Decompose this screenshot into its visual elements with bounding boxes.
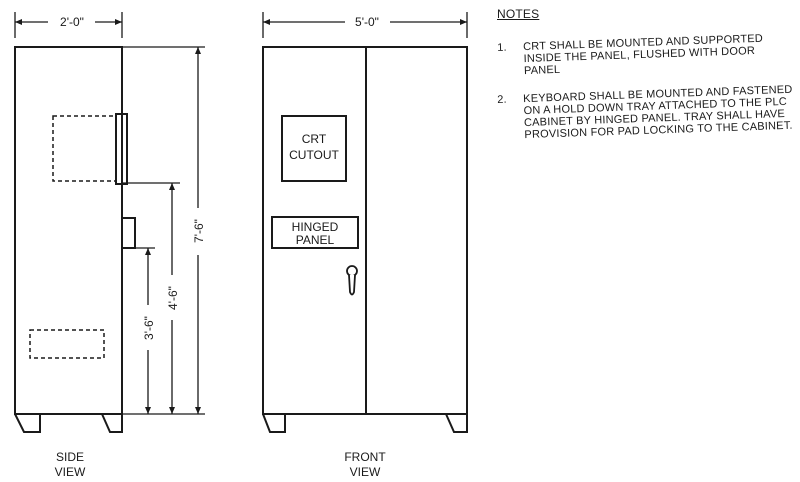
side-hinged-panel-projection xyxy=(121,217,136,249)
side-view: 2'-0" 7'-6" 4'-6" xyxy=(14,12,206,479)
hinged-panel-label-line1: HINGED xyxy=(292,220,339,234)
arrowhead xyxy=(15,19,22,25)
side-height-mid-dim: 4'-6" xyxy=(166,286,180,310)
side-view-label-line1: SIDE xyxy=(56,450,84,464)
side-cabinet-body xyxy=(14,46,123,415)
arrowhead xyxy=(195,47,201,54)
front-leg-right xyxy=(445,413,468,433)
note-text: CRT SHALL BE MOUNTED AND SUPPORTED INSID… xyxy=(522,32,764,78)
side-leg-left xyxy=(14,413,41,433)
front-width-dim: 5'-0" xyxy=(355,15,379,29)
arrowhead xyxy=(145,248,151,255)
front-leg-left xyxy=(262,413,286,433)
hinged-panel-label-line2: PANEL xyxy=(296,233,335,247)
side-height-low-dim: 3'-6" xyxy=(142,316,156,340)
front-view-label-line2: VIEW xyxy=(350,465,381,479)
notes-block: NOTES 1. CRT SHALL BE MOUNTED AND SUPPOR… xyxy=(497,8,797,154)
note-item-1: 1. CRT SHALL BE MOUNTED AND SUPPORTED IN… xyxy=(497,32,798,78)
side-keyboard-hidden xyxy=(29,329,105,359)
note-number: 2. xyxy=(497,93,507,106)
side-crt-hidden xyxy=(52,115,117,182)
notes-title: NOTES xyxy=(497,7,540,21)
arrowhead xyxy=(195,407,201,414)
arrowhead xyxy=(263,19,270,25)
side-width-dim: 2'-0" xyxy=(60,15,84,29)
arrowhead xyxy=(145,407,151,414)
side-leg-right xyxy=(101,413,123,433)
side-handle-projection xyxy=(115,113,128,185)
note-text: KEYBOARD SHALL BE MOUNTED AND FASTENED O… xyxy=(522,83,793,142)
side-height-total-dim: 7'-6" xyxy=(192,219,206,243)
note-item-2: 2. KEYBOARD SHALL BE MOUNTED AND FASTENE… xyxy=(497,84,798,142)
hinged-panel-box xyxy=(271,216,359,249)
front-view-label-line1: FRONT xyxy=(344,450,386,464)
crt-cutout-box xyxy=(281,115,347,182)
note-number: 1. xyxy=(497,41,507,54)
arrowhead xyxy=(169,407,175,414)
front-view: 5'-0" CRT CUTOUT HINGED PANEL FRONT VIEW xyxy=(262,12,468,479)
side-view-label-line2: VIEW xyxy=(55,465,86,479)
door-handle-icon xyxy=(346,265,358,296)
arrowhead xyxy=(460,19,467,25)
arrowhead xyxy=(115,19,122,25)
arrowhead xyxy=(169,183,175,190)
crt-cutout-label-line1: CRT xyxy=(302,132,327,146)
crt-cutout-label-line2: CUTOUT xyxy=(289,148,339,162)
